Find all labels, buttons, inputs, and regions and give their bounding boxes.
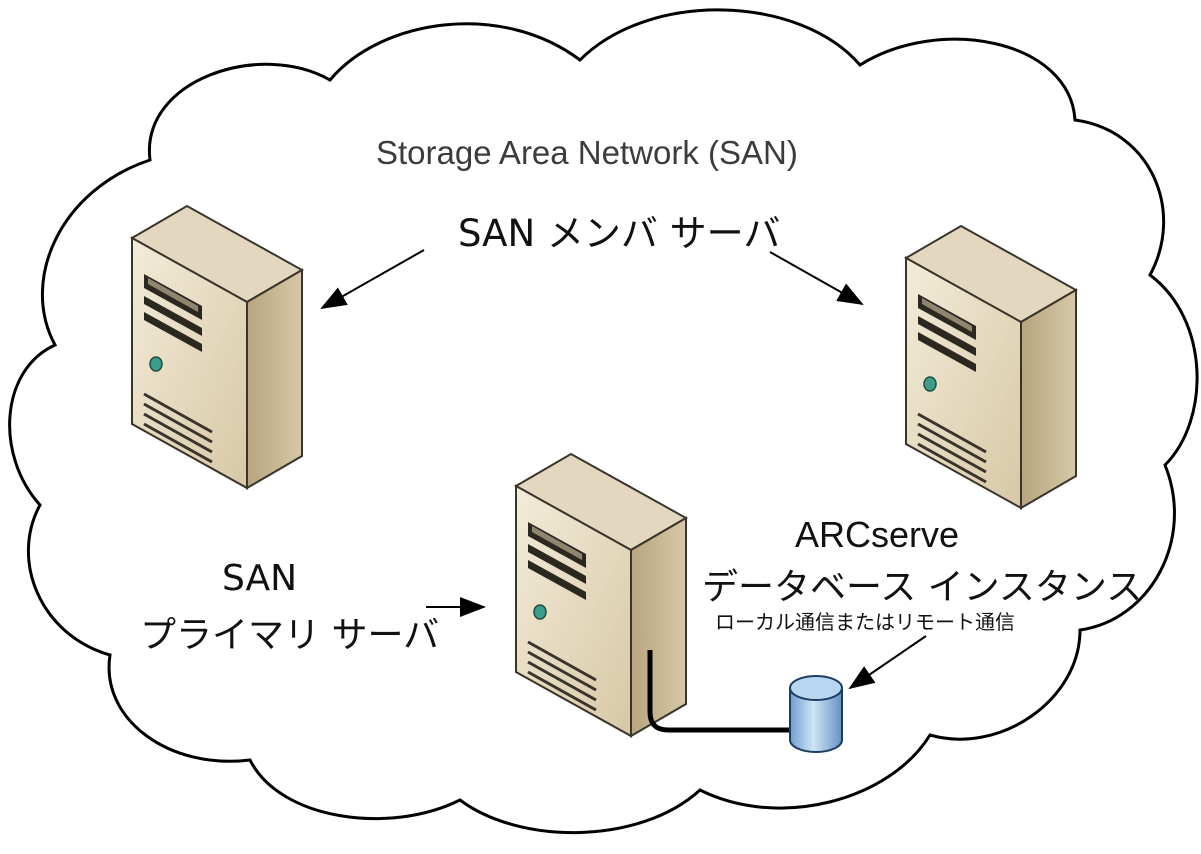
arrow-to-left-member xyxy=(320,249,425,309)
database-label-line3: ローカル通信またはリモート通信 xyxy=(715,610,1015,634)
diagram-title: Storage Area Network (SAN) xyxy=(376,134,798,171)
primary-server-label-line1: SAN xyxy=(222,558,298,599)
database-label-line2: データベース インスタンス xyxy=(702,567,1143,608)
primary-server-label-line2: プライマリ サーバ xyxy=(140,615,440,656)
database-label-line1: ARCserve xyxy=(795,514,960,555)
database-icon xyxy=(789,675,843,753)
database-connection-line xyxy=(647,650,792,733)
san-cloud-shape xyxy=(8,8,1199,835)
arrow-to-database xyxy=(848,635,927,690)
arrow-to-right-member xyxy=(769,251,864,305)
member-servers-label: SAN メンバ サーバ xyxy=(458,212,781,255)
